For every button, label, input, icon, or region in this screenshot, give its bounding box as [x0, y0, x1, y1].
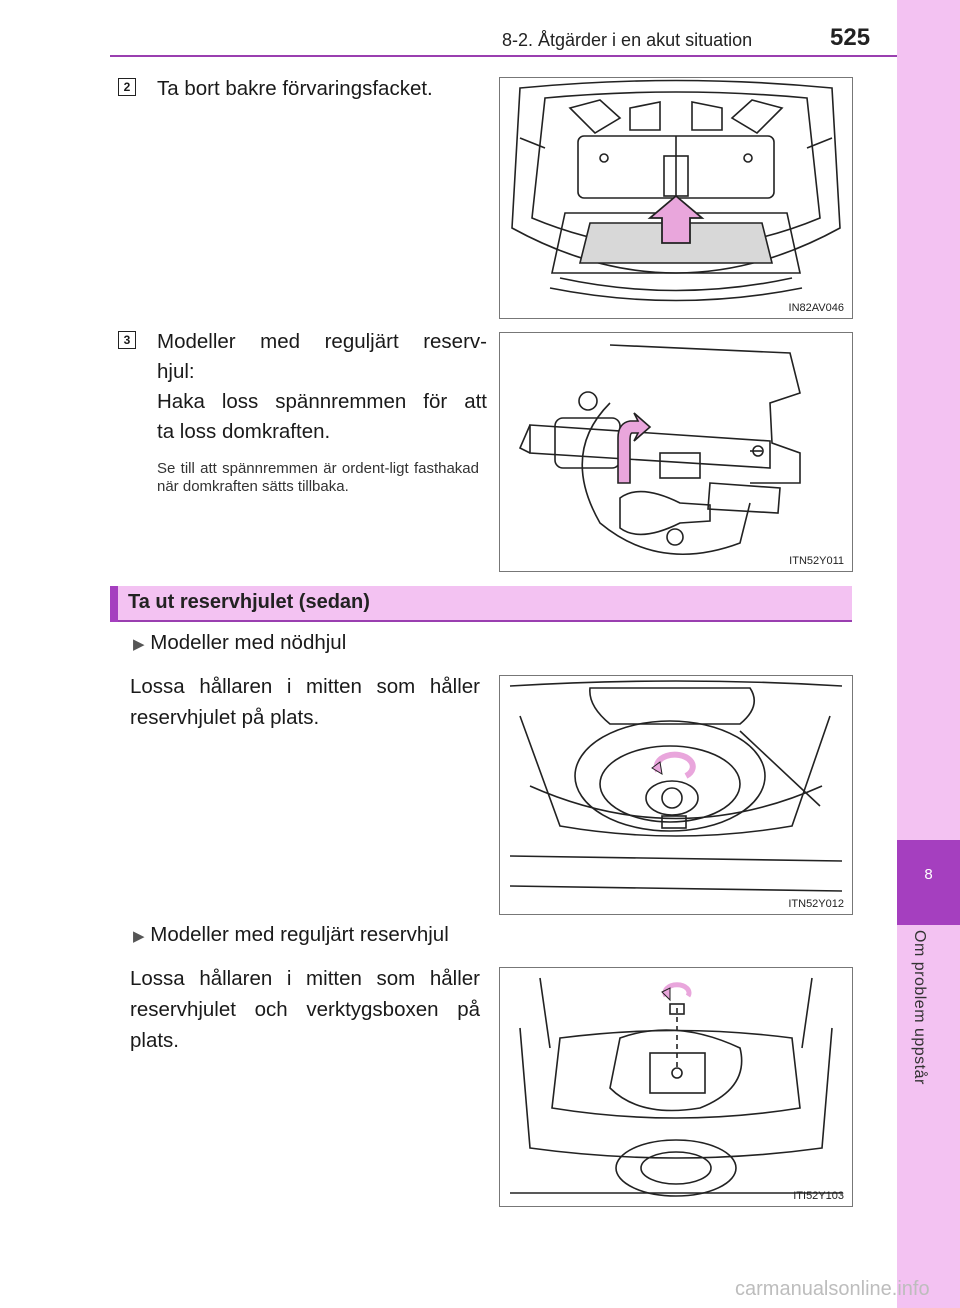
page-number: 525 [830, 24, 871, 51]
figure-code: ITI52Y103 [793, 1190, 844, 1202]
section-title: Ta ut reservhjulet (sedan) [128, 591, 370, 613]
chapter-sidebar [897, 0, 960, 1308]
step-3-line: ta loss domkraften. [157, 420, 331, 443]
variant-heading-text: Modeller med reguljärt reservhjul [150, 923, 449, 946]
variant-2-text: Lossa hållaren i mitten som håller reser… [130, 967, 480, 1052]
triangle-bullet-icon: ▶ [133, 928, 145, 945]
step-3-note: Se till att spännremmen är ordent-ligt f… [157, 460, 479, 495]
variant-1-text: Lossa hållaren i mitten som håller reser… [130, 675, 480, 729]
step-number-box: 2 [118, 78, 136, 96]
chapter-title: Om problem uppstår [911, 930, 928, 1085]
figure-luggage-compartment: IN82AV046 [499, 77, 853, 319]
figure-jack-strap: ITN52Y011 [499, 332, 853, 572]
section-header [110, 586, 852, 622]
step-number-box: 3 [118, 331, 136, 349]
figure-code: ITN52Y012 [788, 898, 844, 910]
header-section-title: 8-2. Åtgärder i en akut situation [502, 30, 753, 50]
step-3-line: Haka loss spännremmen för att [157, 390, 487, 413]
chapter-tab [897, 840, 960, 925]
chapter-number: 8 [924, 866, 933, 883]
figure-spare-tire-emergency: ITN52Y012 [499, 675, 853, 915]
figure-spare-tire-toolbox: ITI52Y103 [499, 967, 853, 1207]
variant-heading: ▶ Modeller med nödhjul [133, 628, 346, 660]
figure-code: IN82AV046 [788, 302, 844, 314]
variant-heading-text: Modeller med nödhjul [150, 631, 347, 654]
figure-code: ITN52Y011 [789, 555, 844, 567]
header-rule [110, 55, 897, 57]
step-3-line: Modeller med reguljärt reserv- [157, 330, 487, 353]
step-2-text: Ta bort bakre förvaringsfacket. [157, 77, 433, 100]
step-3-line: hjul: [157, 360, 195, 383]
watermark: carmanualsonline.info [735, 1278, 930, 1300]
section-accent [110, 586, 118, 622]
variant-heading: ▶ Modeller med reguljärt reservhjul [133, 920, 449, 952]
triangle-bullet-icon: ▶ [133, 636, 145, 653]
